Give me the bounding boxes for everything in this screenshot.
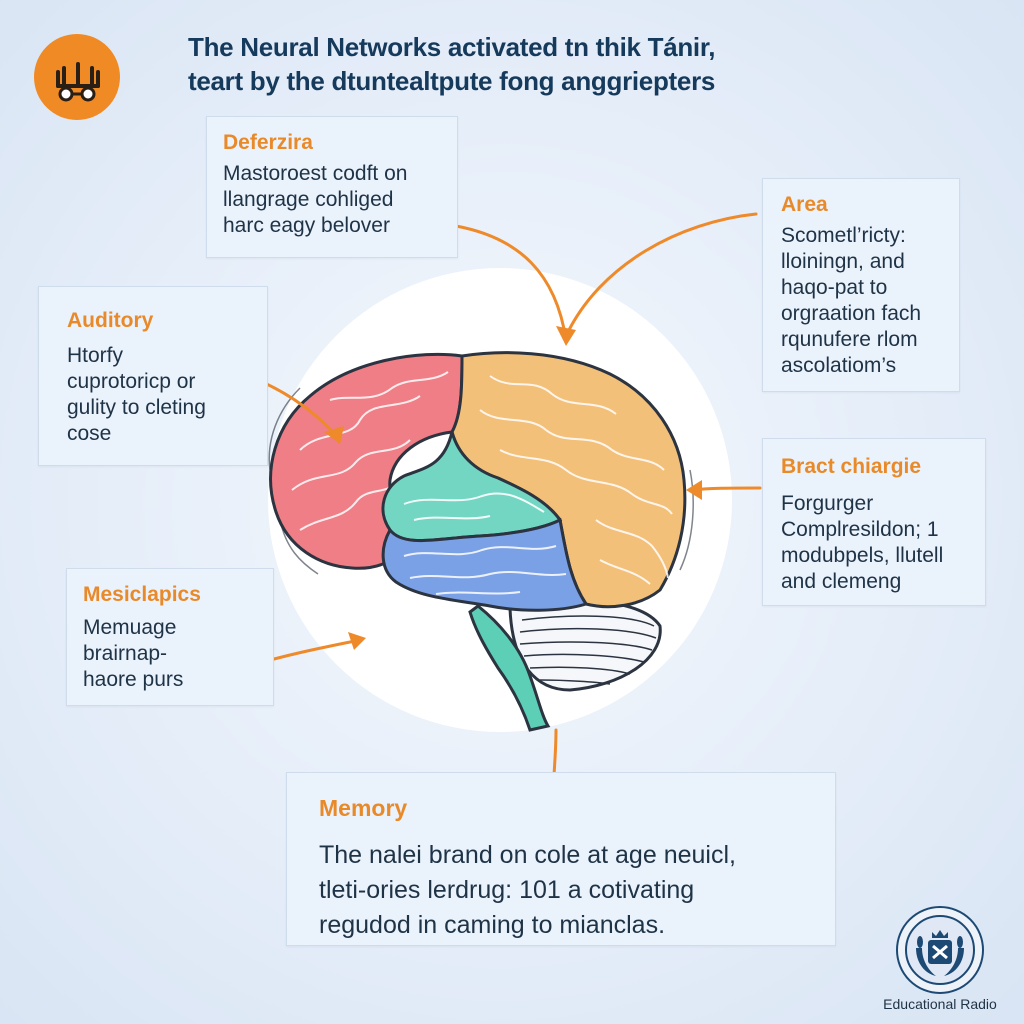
annotation-card-deferzira: Deferzira Mastoroest codft on llangrage … <box>206 116 458 258</box>
card-line: llangrage cohliged <box>223 187 457 213</box>
card-line: Forgurger <box>781 491 985 517</box>
annotation-card-brain-charge: Bract chiargie Forgurger Complresildon; … <box>762 438 986 606</box>
card-line: orgraation fach <box>781 301 959 327</box>
card-line: harc eagy belover <box>223 213 457 239</box>
laurel-crest-icon <box>898 908 982 992</box>
annotation-card-mesiclapics: Mesiclapics Memuage brairnap- haore purs <box>66 568 274 706</box>
card-line: rqunufere rlom <box>781 327 959 353</box>
card-line: The nalei brand on cole at age neuicl, <box>319 838 835 873</box>
card-body: Memuage brairnap- haore purs <box>67 615 273 693</box>
card-line: regudod in caming to mianclas. <box>319 908 835 943</box>
annotation-card-area: Area Scometl’ricty: lloiningn, and haqo-… <box>762 178 960 392</box>
card-body: Htorfy cuprotoricp or gulity to cleting … <box>39 343 267 447</box>
card-line: cose <box>67 421 267 447</box>
card-line: haore purs <box>83 667 273 693</box>
card-line: gulity to cleting <box>67 395 267 421</box>
card-heading: Auditory <box>39 287 267 333</box>
card-line: tleti-ories lerdrug: 101 a cotivating <box>319 873 835 908</box>
arrow-brain-charge <box>692 488 760 490</box>
crest-badge <box>896 906 984 994</box>
card-line: Scometl’ricty: <box>781 223 959 249</box>
card-body: Mastoroest codft on llangrage cohliged h… <box>207 161 457 239</box>
card-line: cuprotoricp or <box>67 369 267 395</box>
card-line: ascolatiom’s <box>781 353 959 379</box>
card-body: Scometl’ricty: lloiningn, and haqo-pat t… <box>763 223 959 379</box>
card-heading: Memory <box>287 773 835 822</box>
card-heading: Mesiclapics <box>67 569 273 607</box>
card-line: Mastoroest codft on <box>223 161 457 187</box>
card-line: Htorfy <box>67 343 267 369</box>
card-heading: Area <box>763 179 959 217</box>
card-line: Memuage <box>83 615 273 641</box>
badge-label: Educational Radio <box>860 996 1020 1012</box>
annotation-card-memory: Memory The nalei brand on cole at age ne… <box>286 772 836 946</box>
card-body: The nalei brand on cole at age neuicl, t… <box>287 838 835 943</box>
card-body: Forgurger Complresildon; 1 modubpels, ll… <box>763 491 985 595</box>
card-line: modubpels, llutell <box>781 543 985 569</box>
card-line: haqo-pat to <box>781 275 959 301</box>
card-line: Complresildon; 1 <box>781 517 985 543</box>
card-line: lloiningn, and <box>781 249 959 275</box>
card-heading: Bract chiargie <box>763 439 985 479</box>
card-heading: Deferzira <box>207 117 457 155</box>
card-line: and clemeng <box>781 569 985 595</box>
card-line: brairnap- <box>83 641 273 667</box>
annotation-card-auditory: Auditory Htorfy cuprotoricp or gulity to… <box>38 286 268 466</box>
